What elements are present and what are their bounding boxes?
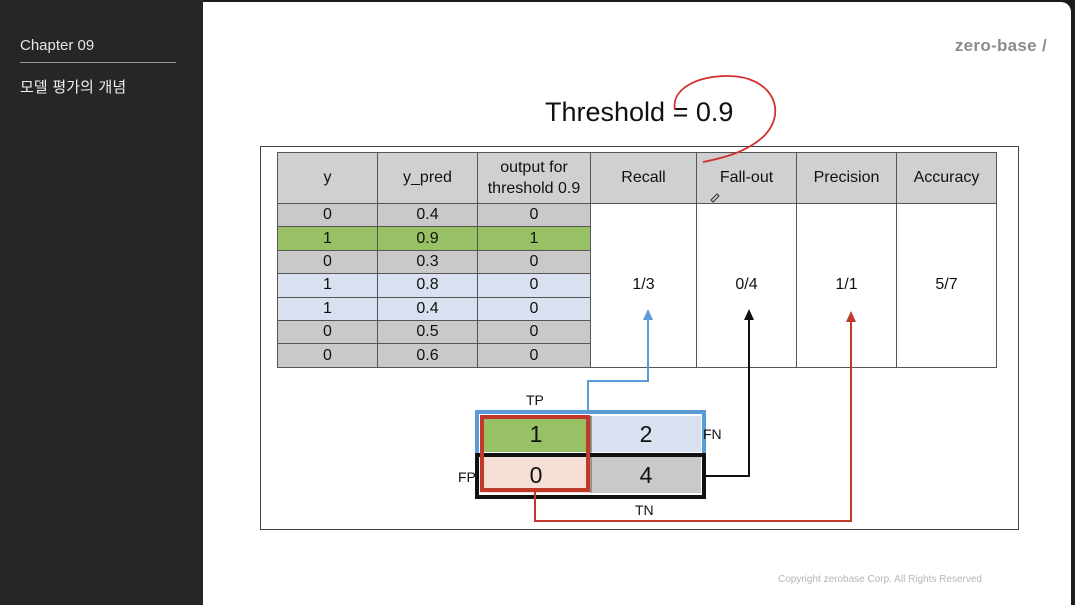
cm-fp-cell: 0 <box>481 457 591 493</box>
cell-y: 1 <box>277 296 378 321</box>
prediction-table: y y_pred output for threshold 0.9 Recall… <box>277 152 997 368</box>
figure-frame <box>260 146 1019 530</box>
cm-tn-cell: 4 <box>591 457 701 493</box>
brand-logo: zero-base / <box>954 36 1047 55</box>
cm-label-fn: FN <box>703 426 722 442</box>
annotation-overlay <box>475 75 856 522</box>
cm-label-fp: FP <box>458 469 476 485</box>
cell-y-pred: 0.8 <box>377 273 478 298</box>
cell-output: 0 <box>477 202 591 228</box>
header-precision: Precision <box>796 152 897 204</box>
table-row: 1 0.4 0 <box>277 296 997 321</box>
cell-y: 0 <box>277 343 378 368</box>
lesson-title: 모델 평가의 개념 <box>20 78 127 96</box>
cm-fn-cell: 2 <box>591 416 701 452</box>
table-row: 0 0.5 0 <box>277 319 997 345</box>
header-accuracy: Accuracy <box>896 152 997 204</box>
slide: zero-base / Threshold = 0.9 y y_pred out… <box>203 2 1071 605</box>
cell-y: 1 <box>277 226 378 251</box>
table-row: 0 0.4 0 1/3 0/4 1/1 5/7 <box>277 202 997 368</box>
precision-arrowhead <box>846 311 856 322</box>
recall-arrow <box>587 320 649 411</box>
red-circle-annotation <box>673 75 777 163</box>
copyright-text: Copyright zerobase Corp. All Rights Rese… <box>778 574 982 585</box>
fallout-arrowhead <box>744 309 754 320</box>
header-recall: Recall <box>590 152 697 204</box>
metric-accuracy: 5/7 <box>896 203 997 368</box>
cell-y: 0 <box>277 202 378 228</box>
table-row: 0 0.3 0 <box>277 249 997 275</box>
chapter-label: Chapter 09 <box>20 37 95 54</box>
table-row: 1 0.8 0 <box>277 273 997 298</box>
table-row: 0 0.6 0 <box>277 343 997 368</box>
cell-output: 0 <box>477 296 591 321</box>
metric-recall: 1/3 <box>590 203 697 368</box>
cell-output: 0 <box>477 249 591 275</box>
cell-y: 0 <box>277 319 378 345</box>
cell-y: 1 <box>277 273 378 298</box>
header-output: output for threshold 0.9 <box>477 152 591 204</box>
header-y: y <box>277 152 378 204</box>
cell-y-pred: 0.9 <box>377 226 478 251</box>
cell-y-pred: 0.3 <box>377 249 478 275</box>
cell-output: 0 <box>477 273 591 298</box>
cm-label-tp: TP <box>526 392 544 408</box>
chapter-divider <box>20 62 176 63</box>
cm-tp-cell: 1 <box>481 416 591 452</box>
header-output-line1: output for <box>500 159 568 176</box>
cell-y: 0 <box>277 249 378 275</box>
pen-cursor-icon <box>710 193 720 203</box>
cell-output: 0 <box>477 319 591 345</box>
cell-output: 0 <box>477 343 591 368</box>
header-output-line2: threshold 0.9 <box>487 180 581 197</box>
recall-arrowhead <box>643 309 653 320</box>
cell-y-pred: 0.6 <box>377 343 478 368</box>
fallout-arrow <box>704 320 750 477</box>
slide-title: Threshold = 0.9 <box>545 97 734 127</box>
precision-arrow <box>534 322 852 522</box>
metric-fallout: 0/4 <box>696 203 797 368</box>
sidebar: Chapter 09 모델 평가의 개념 <box>0 0 203 605</box>
metric-precision: 1/1 <box>796 203 897 368</box>
cell-y-pred: 0.5 <box>377 319 478 345</box>
cell-y-pred: 0.4 <box>377 202 478 228</box>
cell-y-pred: 0.4 <box>377 296 478 321</box>
cm-label-tn: TN <box>635 502 654 518</box>
predicted-positive-outline <box>480 415 590 492</box>
